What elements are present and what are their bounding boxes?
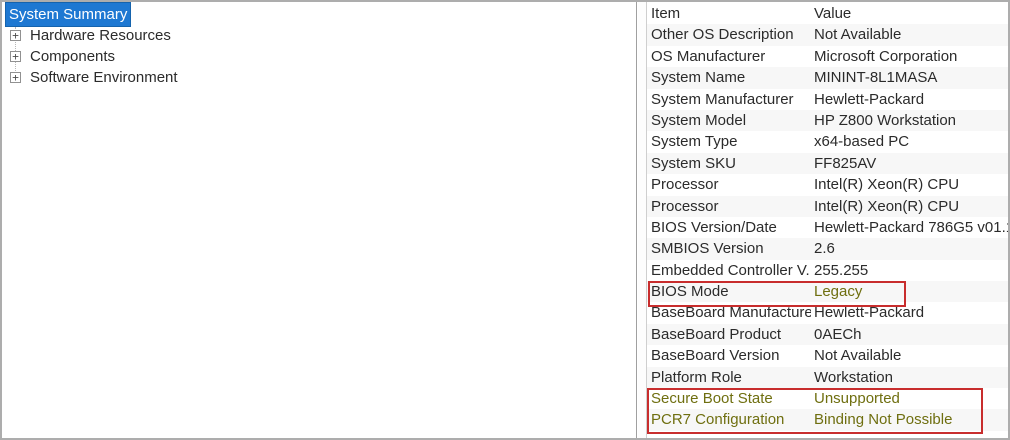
value-cell: 2.6 bbox=[814, 240, 835, 258]
item-cell: Secure Boot State bbox=[651, 390, 773, 408]
item-cell: PCR7 Configuration bbox=[651, 411, 785, 429]
expand-plus-icon[interactable]: + bbox=[10, 51, 21, 62]
item-cell: BIOS Mode bbox=[651, 283, 729, 301]
table-row[interactable]: System Type x64-based PC bbox=[647, 131, 1008, 152]
tree-item-system-summary[interactable]: System Summary bbox=[2, 2, 636, 27]
table-row[interactable]: SMBIOS Version 2.6 bbox=[647, 238, 1008, 260]
value-cell: Microsoft Corporation bbox=[814, 47, 958, 65]
table-row[interactable]: System Manufacturer Hewlett-Packard bbox=[647, 89, 1008, 110]
item-cell: System Type bbox=[651, 133, 738, 151]
item-cell: System Model bbox=[651, 111, 747, 129]
item-cell: BIOS Version/Date bbox=[651, 218, 777, 236]
value-cell: 0AECh bbox=[814, 325, 862, 343]
value-cell: Intel(R) Xeon(R) CPU E5506 bbox=[814, 197, 960, 215]
table-header: Item Value bbox=[647, 3, 1008, 25]
value-cell: x64-based PC bbox=[814, 133, 910, 151]
expand-plus-icon[interactable]: + bbox=[10, 30, 21, 41]
table-row[interactable]: Secure Boot State Unsupported bbox=[647, 388, 1008, 409]
tree-item-label: Hardware Resources bbox=[30, 27, 171, 44]
table-row[interactable]: BIOS Version/Date Hewlett-Packard 786G5 v… bbox=[647, 217, 1008, 238]
table-row[interactable]: BaseBoard Version Not Available bbox=[647, 345, 1008, 366]
column-header-item[interactable]: Item bbox=[651, 5, 681, 22]
item-cell: SMBIOS Version bbox=[651, 240, 764, 258]
value-cell: Intel(R) Xeon(R) CPU E5506 bbox=[814, 176, 960, 194]
table-row[interactable]: Processor Intel(R) Xeon(R) CPU E5506 bbox=[647, 174, 1008, 195]
value-cell: FF825AV bbox=[814, 154, 877, 172]
value-cell: Workstation bbox=[814, 368, 893, 386]
tree-item-label: Components bbox=[30, 48, 116, 65]
item-cell: System Name bbox=[651, 69, 746, 87]
value-cell: Not Available bbox=[814, 26, 902, 44]
expand-plus-icon[interactable]: + bbox=[10, 72, 21, 83]
value-cell: Hewlett-Packard 786G5 v01.17, 8/ bbox=[814, 218, 1008, 236]
tree-item-label: System Summary bbox=[5, 2, 132, 27]
item-cell: Processor bbox=[651, 176, 719, 194]
item-cell: BaseBoard Product bbox=[651, 325, 782, 343]
column-header-value[interactable]: Value bbox=[814, 5, 852, 22]
table-row[interactable]: System Model HP Z800 Workstation bbox=[647, 109, 1008, 132]
value-cell: Hewlett-Packard bbox=[814, 304, 925, 322]
table-row[interactable]: Embedded Controller V...255.255 bbox=[647, 260, 1008, 281]
category-tree-pane: System Summary + Hardware Resources + Compon… bbox=[2, 2, 637, 438]
item-cell: BaseBoard Manufacturer bbox=[651, 304, 811, 322]
table-row[interactable]: BIOS Mode Legacy bbox=[647, 281, 1008, 303]
tree-item-hardware-resources[interactable]: + Hardware Resources bbox=[2, 25, 636, 46]
tree-item-label: Software Environment bbox=[30, 69, 178, 86]
table-row[interactable]: Processor Intel(R) Xeon(R) CPU E5506 bbox=[647, 195, 1008, 217]
item-cell: Embedded Controller V... bbox=[651, 261, 811, 279]
category-tree: System Summary + Hardware Resources + Compon… bbox=[2, 2, 636, 88]
table-row[interactable]: Other OS Description Not Available bbox=[647, 24, 1008, 46]
item-cell: Processor bbox=[651, 197, 719, 215]
table-row[interactable]: Platform Role Workstation bbox=[647, 366, 1008, 389]
table-row[interactable]: PCR7 Configuration Binding Not Possible bbox=[647, 409, 1008, 431]
value-cell: Unsupported bbox=[814, 390, 900, 408]
value-cell: Not Available bbox=[814, 347, 902, 365]
table-row[interactable]: OS Manufacturer Microsoft Corporation bbox=[647, 46, 1008, 67]
tree-item-components[interactable]: + Components bbox=[2, 46, 636, 67]
item-cell: Other OS Description bbox=[651, 26, 794, 44]
value-cell: Legacy bbox=[814, 283, 863, 301]
value-cell: MININT-8L1MASA bbox=[814, 69, 938, 87]
table-row[interactable]: BaseBoard Product 0AECh bbox=[647, 323, 1008, 346]
value-cell: 255.255 bbox=[814, 261, 869, 279]
item-cell: Platform Role bbox=[651, 368, 742, 386]
pane-splitter[interactable] bbox=[638, 2, 646, 438]
value-cell: Hewlett-Packard bbox=[814, 90, 925, 108]
item-cell: System Manufacturer bbox=[651, 90, 794, 108]
item-cell: System SKU bbox=[651, 154, 737, 172]
value-cell: HP Z800 Workstation bbox=[814, 111, 957, 129]
value-cell: Binding Not Possible bbox=[814, 411, 953, 429]
item-cell: BaseBoard Version bbox=[651, 347, 780, 365]
tree-item-software-environment[interactable]: + Software Environment bbox=[2, 67, 636, 88]
table-row[interactable]: System SKU FF825AV bbox=[647, 152, 1008, 175]
item-cell: OS Manufacturer bbox=[651, 47, 766, 65]
table-row[interactable]: System Name MININT-8L1MASA bbox=[647, 67, 1008, 89]
